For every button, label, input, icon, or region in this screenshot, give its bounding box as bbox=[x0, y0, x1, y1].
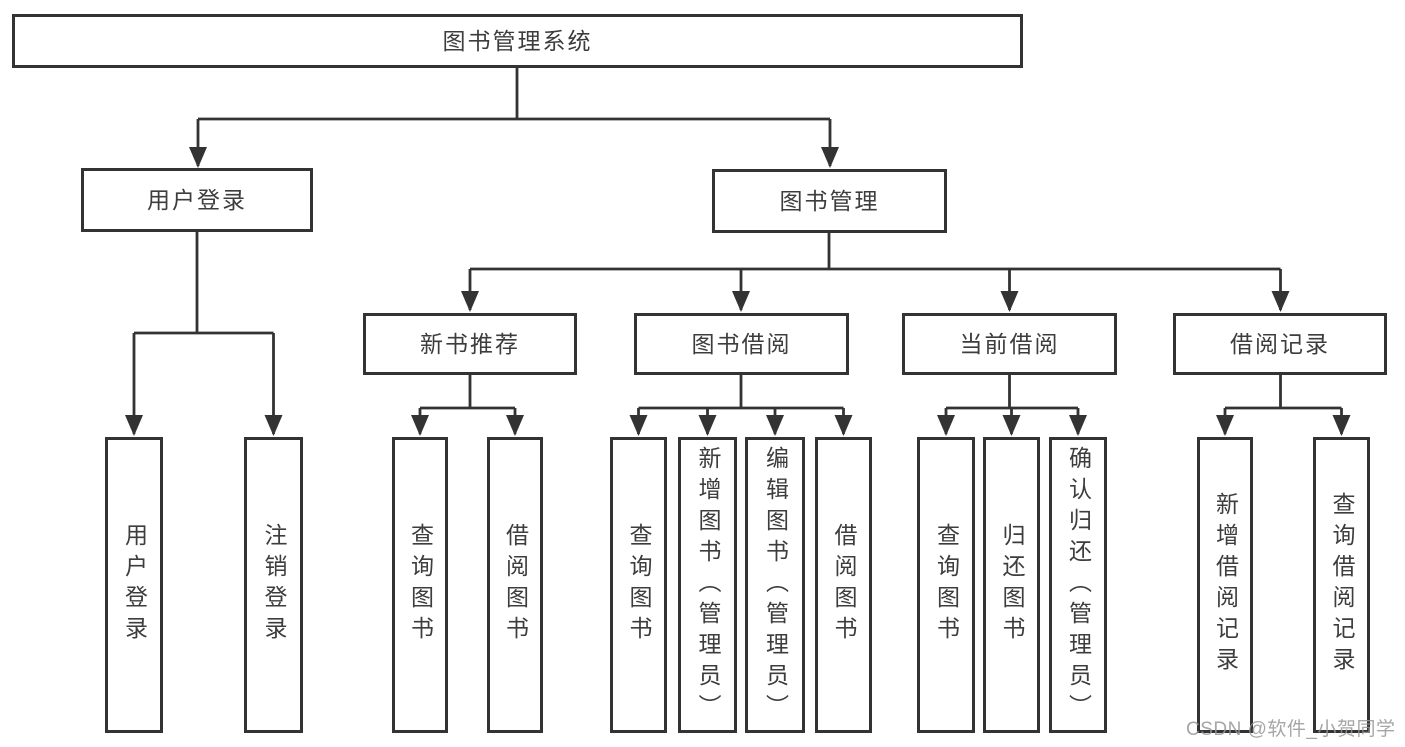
node-book-management: 图书管理 bbox=[712, 169, 947, 233]
leaf-user-login: 用户登录 bbox=[105, 437, 163, 733]
node-system-root: 图书管理系统 bbox=[12, 14, 1023, 68]
leaf-current-confirm-return-admin: 确认归还（管理员） bbox=[1049, 437, 1107, 733]
leaf-logout: 注销登录 bbox=[244, 437, 303, 733]
leaf-recommend-borrow-books: 借阅图书 bbox=[487, 437, 543, 733]
leaf-borrowing-query-books: 查询图书 bbox=[610, 437, 667, 733]
leaf-borrowing-edit-books-admin: 编辑图书（管理员） bbox=[745, 437, 805, 733]
node-borrow-records: 借阅记录 bbox=[1173, 313, 1387, 375]
node-user-login: 用户登录 bbox=[81, 168, 313, 232]
csdn-watermark: CSDN @软件_小贺同学 bbox=[1186, 719, 1396, 740]
leaf-records-add-borrow-record: 新增借阅记录 bbox=[1197, 437, 1253, 733]
leaf-borrowing-borrow-books: 借阅图书 bbox=[815, 437, 872, 733]
arrowheads bbox=[125, 119, 1351, 436]
leaf-current-query-books: 查询图书 bbox=[917, 437, 975, 733]
node-new-book-recommend: 新书推荐 bbox=[363, 313, 577, 375]
connector-elbows bbox=[134, 68, 1342, 410]
leaf-recommend-query-books: 查询图书 bbox=[392, 437, 448, 733]
leaf-borrowing-add-books-admin: 新增图书（管理员） bbox=[678, 437, 737, 733]
leaf-current-return-books: 归还图书 bbox=[983, 437, 1040, 733]
node-book-borrowing: 图书借阅 bbox=[634, 313, 849, 375]
node-current-borrowing: 当前借阅 bbox=[902, 313, 1117, 375]
leaf-records-query-borrow-record: 查询借阅记录 bbox=[1313, 437, 1370, 733]
